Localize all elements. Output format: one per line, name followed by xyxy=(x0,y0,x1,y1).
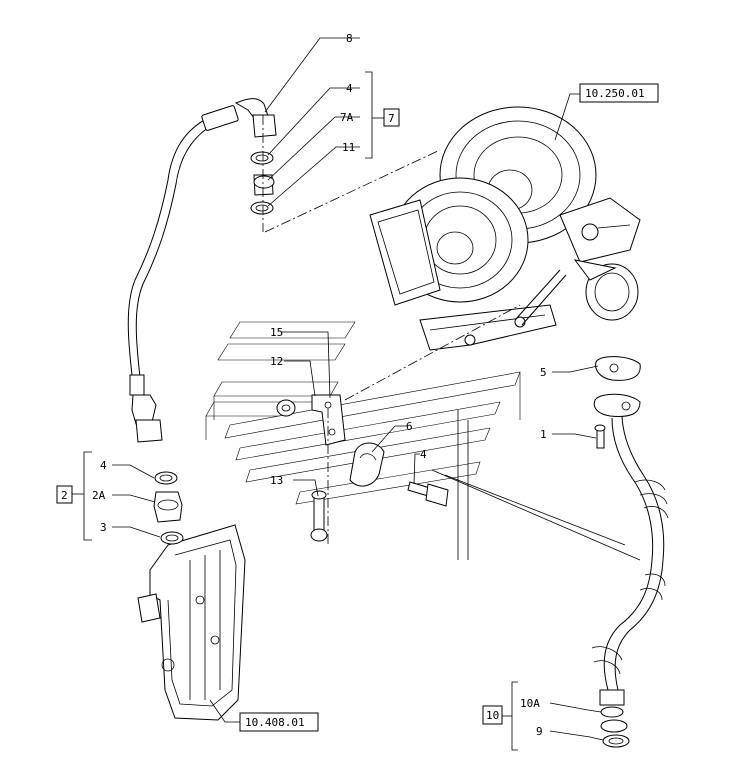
adapter-parts-left xyxy=(153,471,184,545)
ref-box-250 xyxy=(579,83,659,103)
callout-10-250-01: 10.250.01 xyxy=(585,87,645,100)
engine-block xyxy=(137,524,246,721)
callout-11: 11 xyxy=(342,141,355,154)
ref-box-408 xyxy=(239,712,319,732)
callout-box-2 xyxy=(56,485,73,504)
callout-box-7 xyxy=(383,108,400,127)
vertical-guide xyxy=(457,410,469,560)
callout-2-box: 2 xyxy=(61,489,68,502)
bolt-1 xyxy=(594,424,606,449)
callout-15: 15 xyxy=(270,326,283,339)
centerline-diag xyxy=(344,304,521,401)
callout-10-408-01: 10.408.01 xyxy=(245,716,305,729)
leader-right xyxy=(431,469,641,561)
gasket-5 xyxy=(595,356,641,381)
callout-6: 6 xyxy=(406,420,413,433)
oil-return-pipe xyxy=(591,393,669,748)
callout-4-mid: 4 xyxy=(420,448,427,461)
callout-7A: 7A xyxy=(340,111,354,124)
callout-10A: 10A xyxy=(520,697,540,710)
callout-4-top: 4 xyxy=(346,82,353,95)
centerline-top xyxy=(264,149,441,233)
bracket-assembly xyxy=(276,394,449,542)
callout-10-box: 10 xyxy=(486,709,499,722)
callout-1: 1 xyxy=(540,428,547,441)
banjo-parts-top xyxy=(250,114,277,215)
callout-5: 5 xyxy=(540,366,547,379)
leader-lines xyxy=(72,37,604,751)
turbocharger xyxy=(369,106,641,351)
callout-13: 13 xyxy=(270,474,283,487)
callout-4-left: 4 xyxy=(100,459,107,472)
oil-feed-pipe xyxy=(127,98,269,443)
leader-right-2 xyxy=(444,474,626,546)
callout-8: 8 xyxy=(346,32,353,45)
callout-3: 3 xyxy=(100,521,107,534)
callout-12: 12 xyxy=(270,355,283,368)
callout-2A: 2A xyxy=(92,489,106,502)
callout-9: 9 xyxy=(536,725,543,738)
callout-7-box: 7 xyxy=(388,112,395,125)
callout-box-10 xyxy=(482,705,503,725)
